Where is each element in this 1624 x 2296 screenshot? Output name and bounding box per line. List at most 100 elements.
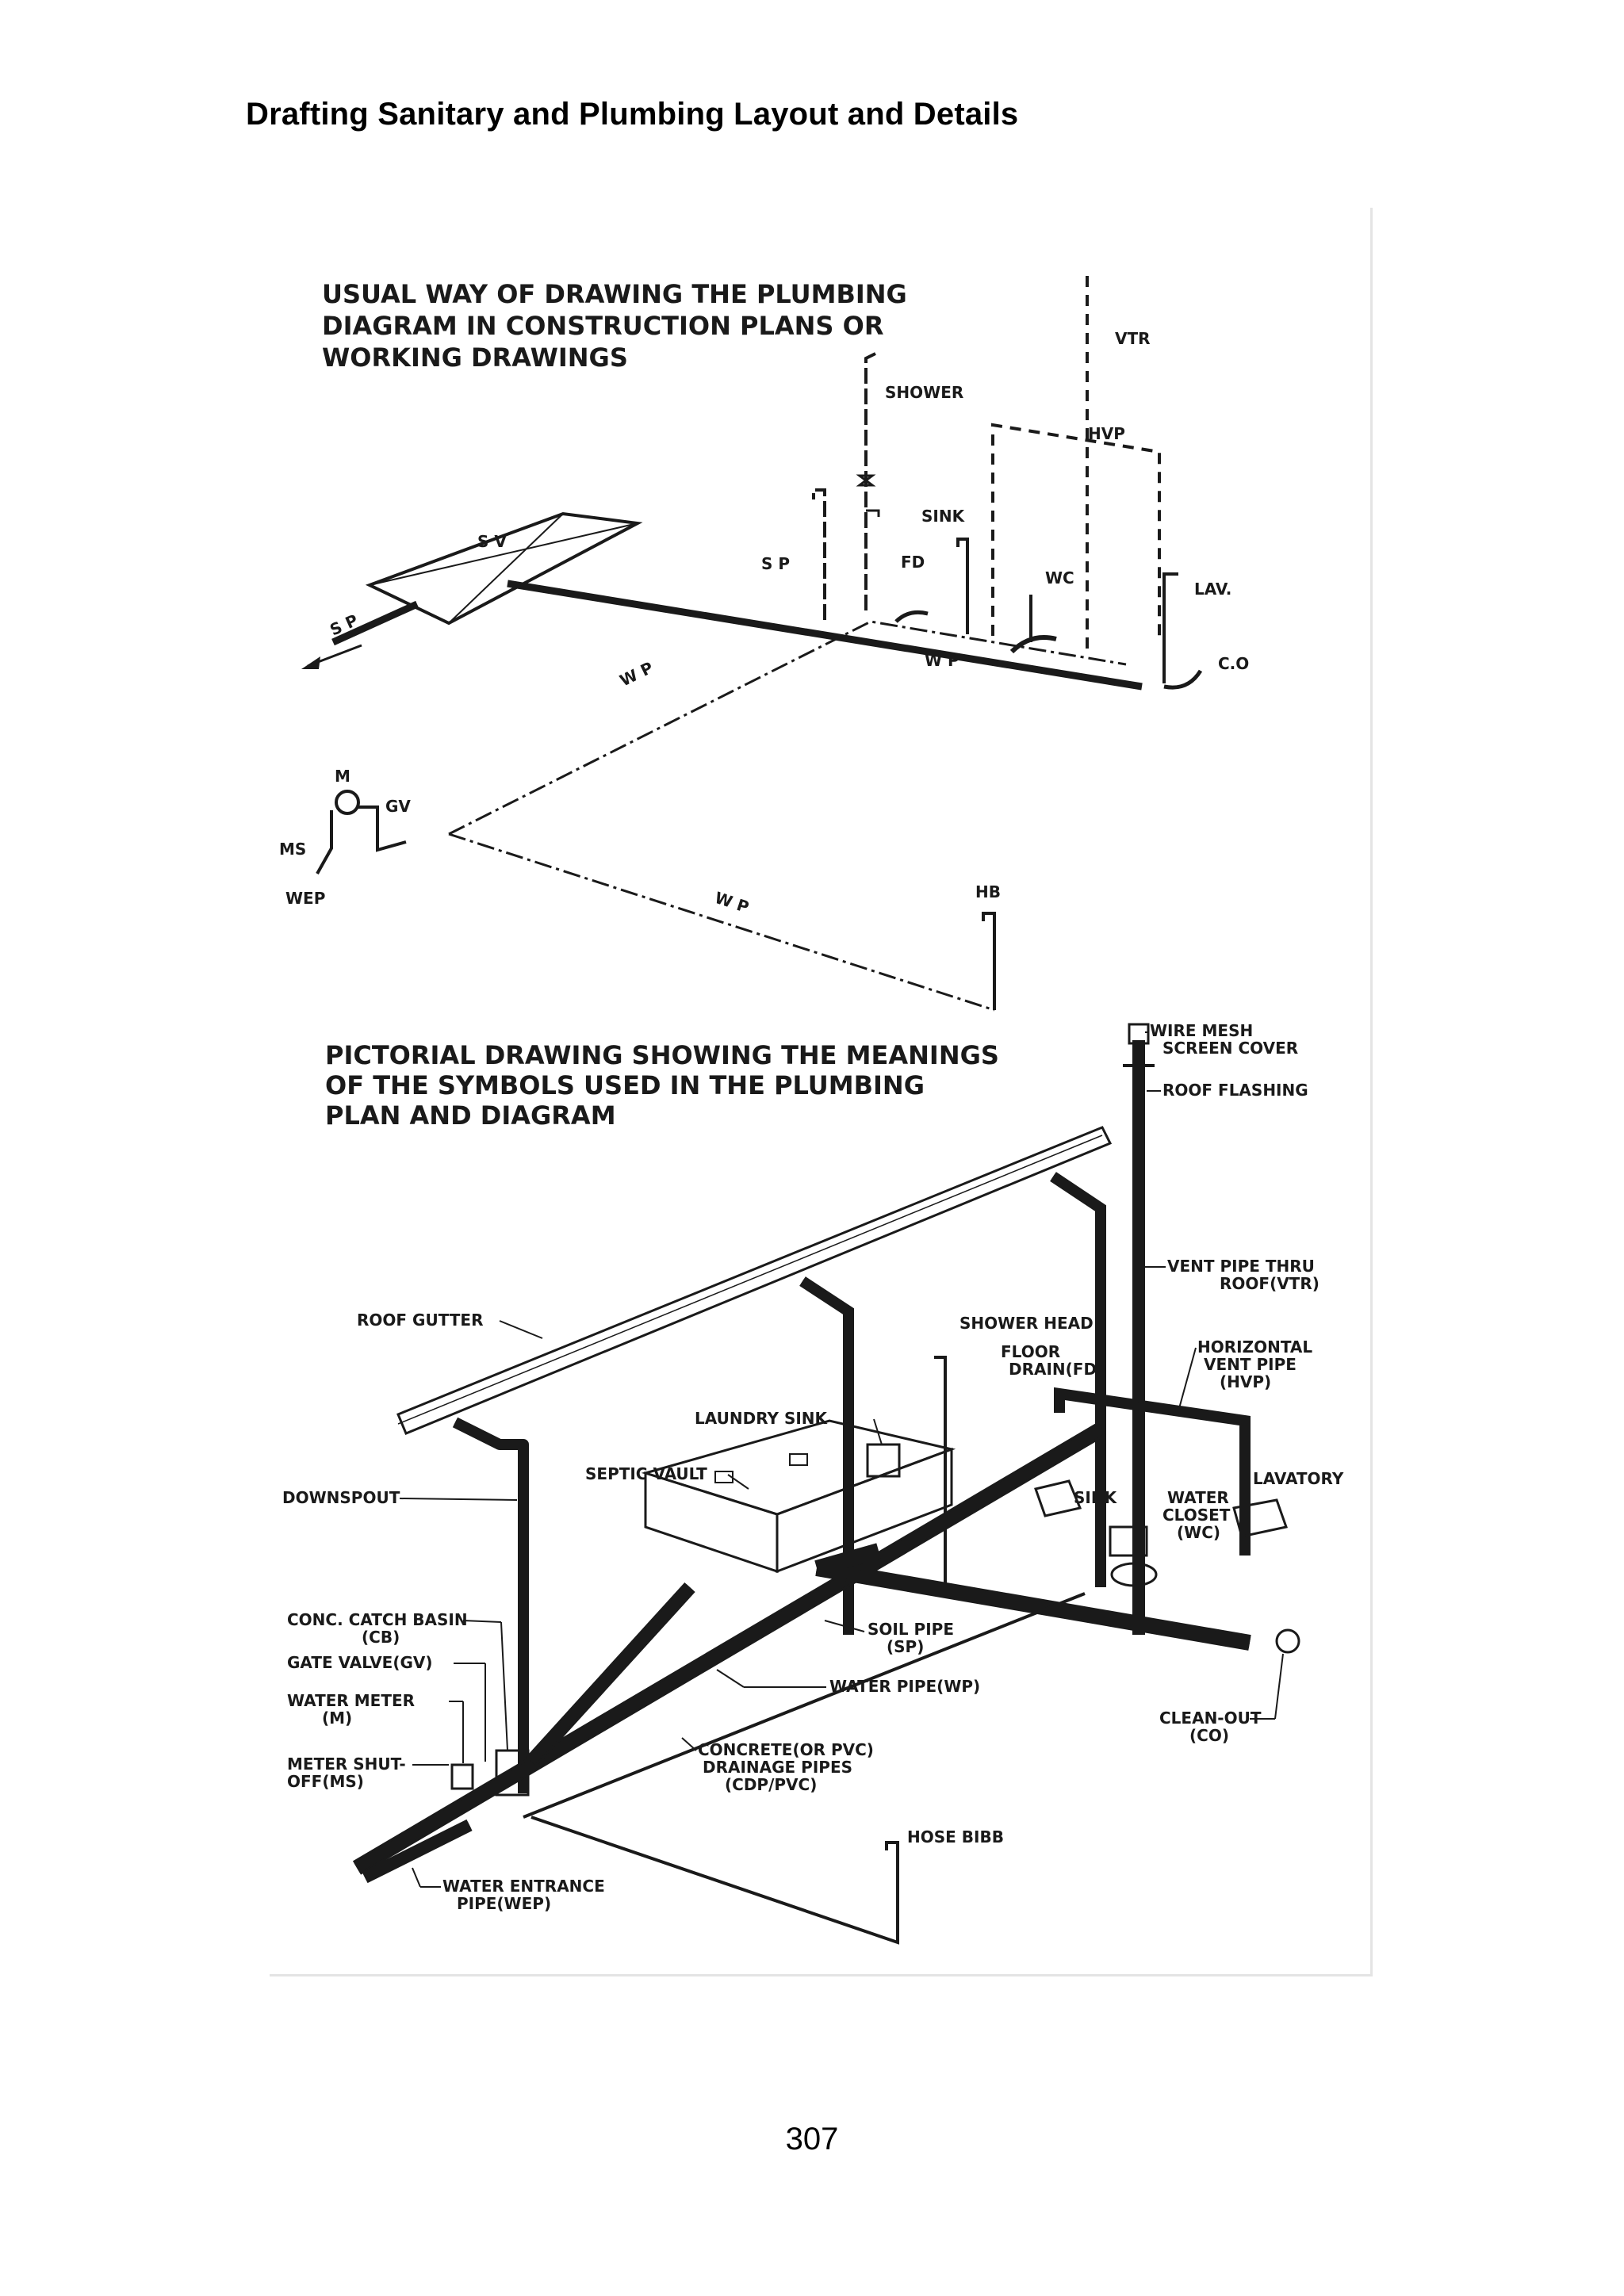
septic-vault-front — [644, 1471, 779, 1574]
label-hose-bibb: HOSE BIBB — [907, 1827, 1004, 1846]
label-lav: LAV. — [1194, 580, 1231, 599]
page-number: 307 — [785, 2122, 839, 2156]
downspout-1-inner — [454, 1419, 527, 1793]
top-heading-line-2: DIAGRAM IN CONSTRUCTION PLANS OR — [322, 311, 883, 341]
label-wc: (WC) — [1177, 1523, 1220, 1542]
soil-pipe-outlet — [331, 600, 419, 646]
water-meter-icon — [450, 1763, 474, 1790]
floor-drain-icon — [894, 610, 929, 623]
label-horizontal: HORIZONTAL — [1197, 1337, 1312, 1357]
label-laundry-sink: LAUNDRY SINK — [695, 1409, 829, 1428]
label-ms: MS — [279, 840, 306, 859]
leader-lines — [399, 1031, 1284, 1888]
sv-diagonal-1 — [369, 522, 638, 586]
roof-gutter-lip — [397, 1135, 1103, 1425]
soil-pipe-main — [507, 580, 1143, 691]
septic-vault-side — [776, 1447, 953, 1574]
label-hvp: (HVP) — [1220, 1372, 1271, 1391]
hvp-line — [991, 423, 1161, 636]
roof-gutter-shape — [396, 1126, 1113, 1435]
bottom-heading-line-1: PICTORIAL DRAWING SHOWING THE MEANINGS — [325, 1040, 999, 1070]
top-heading-line-3: WORKING DRAWINGS — [322, 342, 628, 373]
water-pipe-1 — [448, 620, 1127, 836]
label-cdp: (CDP/PVC) — [725, 1775, 817, 1794]
label-sink: SINK — [921, 507, 966, 526]
label-hb: HB — [975, 882, 1001, 901]
label-off-ms: OFF(MS) — [287, 1772, 364, 1791]
label-shower: SHOWER — [885, 383, 963, 402]
bottom-heading-line-3: PLAN AND DIAGRAM — [325, 1100, 616, 1131]
label-water-entrance: WATER ENTRANCE — [442, 1877, 605, 1896]
water-closet-tank-icon — [1109, 1525, 1148, 1557]
plumbing-figure: USUAL WAY OF DRAWING THE PLUMBING DIAGRA… — [270, 208, 1373, 1976]
label-closet: CLOSET — [1162, 1506, 1231, 1525]
meter-icon — [335, 790, 360, 815]
label-m: M — [335, 767, 350, 786]
label-septic-vault: SEPTIC VAULT — [585, 1464, 707, 1483]
plumbing-diagram-svg: USUAL WAY OF DRAWING THE PLUMBING DIAGRA… — [279, 276, 1344, 1945]
label-sp: (SP) — [887, 1637, 924, 1656]
label-clean-out: CLEAN-OUT — [1159, 1709, 1262, 1728]
shower-faucet-icon — [866, 509, 880, 517]
label-floor: FLOOR — [1001, 1342, 1060, 1361]
label-co: C.O — [1218, 654, 1249, 673]
shower-head-riser — [934, 1356, 947, 1587]
meter-supply-pipe — [316, 810, 333, 874]
label-roof-gutter: ROOF GUTTER — [357, 1311, 484, 1330]
label-m: (M) — [322, 1709, 352, 1728]
label-fd: FD — [901, 553, 925, 572]
lav-riser — [1162, 572, 1178, 683]
label-water-meter: WATER METER — [287, 1691, 415, 1710]
soil-pipe-inner — [815, 1563, 1251, 1648]
cleanout-icon — [1163, 669, 1203, 690]
top-diagram: USUAL WAY OF DRAWING THE PLUMBING DIAGRA… — [279, 276, 1249, 1012]
laundry-sink-icon — [866, 1443, 901, 1478]
lavatory-fixture-icon — [1232, 1498, 1288, 1538]
downspout-1 — [452, 1417, 529, 1793]
septic-outlet-pipe-inner — [527, 1583, 694, 1766]
label-vtr: VTR — [1115, 329, 1151, 348]
clean-out-icon — [1275, 1628, 1300, 1654]
label-co: (CO) — [1189, 1726, 1229, 1745]
water-pipe-2 — [448, 832, 995, 1012]
water-entrance-pipe-inner — [362, 1821, 472, 1881]
gate-valve-pipe — [358, 806, 407, 852]
sv-diagonal-2 — [448, 513, 564, 624]
label-gv: GV — [385, 797, 411, 816]
sink-riser — [956, 538, 969, 634]
concrete-drainage-pipe-inner — [354, 1423, 1105, 1873]
flow-arrow-icon — [301, 656, 320, 669]
label-pipe-wep: PIPE(WEP) — [457, 1894, 551, 1913]
soil-pipe-stub — [814, 1543, 881, 1576]
label-wp-3: W P — [712, 888, 751, 916]
label-lavatory: LAVATORY — [1253, 1469, 1344, 1488]
label-wire-mesh: WIRE MESH — [1150, 1021, 1253, 1040]
faucet-riser-left — [812, 488, 826, 620]
label-soil-pipe: SOIL PIPE — [868, 1620, 954, 1639]
label-catch-basin: CONC. CATCH BASIN — [287, 1610, 468, 1629]
label-roof-vtr: ROOF(VTR) — [1220, 1274, 1320, 1293]
shower-valve-icon — [856, 474, 876, 487]
label-concrete: CONCRETE(OR PVC) — [698, 1740, 874, 1759]
downspout-3 — [1050, 1172, 1106, 1587]
water-closet-bowl-icon — [1110, 1562, 1158, 1587]
bottom-heading-line-2: OF THE SYMBOLS USED IN THE PLUMBING — [325, 1070, 925, 1100]
label-gate-valve: GATE VALVE(GV) — [287, 1653, 433, 1672]
label-drain-fd: DRAIN(FD) — [1009, 1360, 1104, 1379]
sink-fixture-icon — [1034, 1479, 1082, 1517]
label-drainage-pipes: DRAINAGE PIPES — [703, 1758, 852, 1777]
label-wep: WEP — [285, 889, 325, 908]
wc-icon — [1009, 635, 1057, 654]
water-pipe-bottom — [523, 1592, 1086, 1819]
label-sv: S V — [477, 532, 507, 551]
horizontal-vent-pipe-inner — [1056, 1390, 1248, 1556]
label-wp-2: W P — [925, 651, 959, 670]
label-sp-right: S P — [761, 554, 790, 573]
label-roof-flashing: ROOF FLASHING — [1162, 1081, 1308, 1100]
catch-basin-icon — [495, 1749, 530, 1797]
label-wc: WC — [1045, 568, 1074, 587]
label-screen-cover: SCREEN COVER — [1162, 1039, 1298, 1058]
label-shower-head: SHOWER HEAD — [959, 1314, 1094, 1333]
label-water-pipe: WATER PIPE(WP) — [829, 1677, 980, 1696]
downspout-3-inner — [1051, 1173, 1104, 1587]
